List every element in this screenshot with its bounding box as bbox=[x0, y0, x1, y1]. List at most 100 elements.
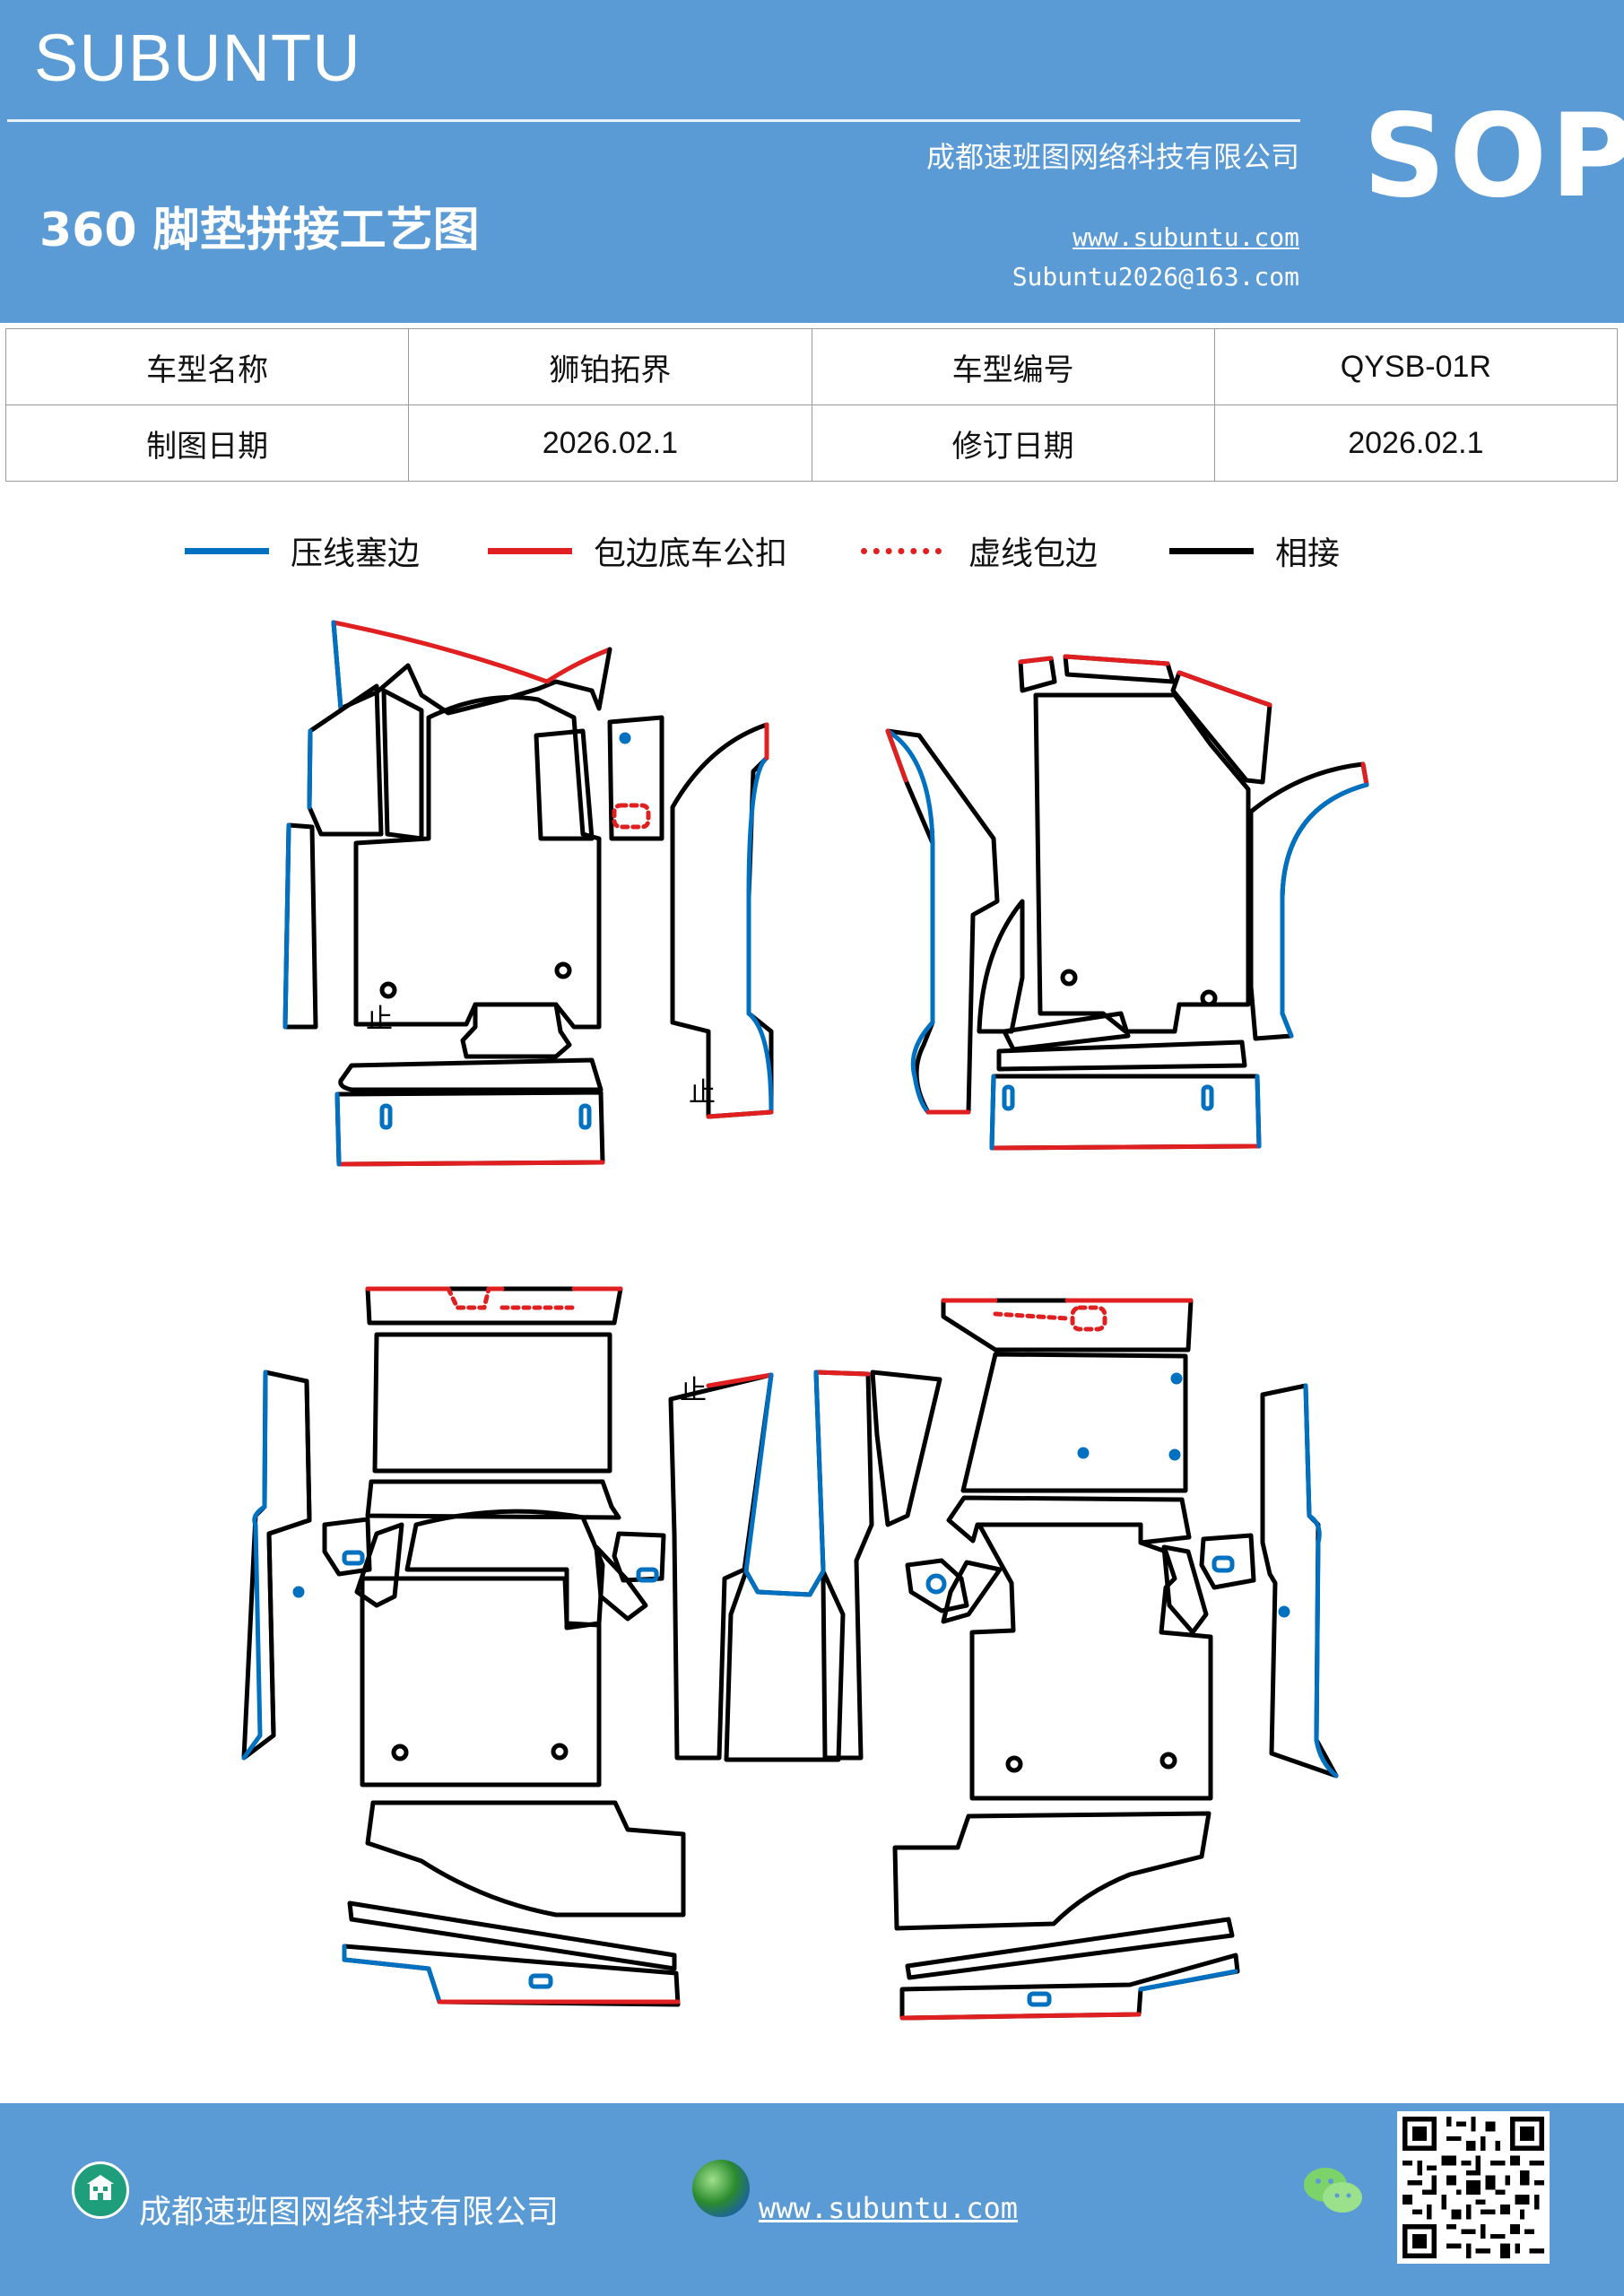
document-title: 360 脚垫拼接工艺图 bbox=[39, 204, 480, 257]
front-left-mat-group bbox=[282, 620, 774, 1167]
piece-edge-wrap bbox=[885, 728, 908, 783]
piece-outline bbox=[960, 1352, 1188, 1493]
piece-outline bbox=[360, 1576, 602, 1787]
front-right-mat-group bbox=[885, 654, 1369, 1151]
piece-press-edge bbox=[813, 1370, 826, 1572]
mount-hole bbox=[554, 961, 572, 979]
piece-outline bbox=[266, 1378, 312, 1738]
piece-outline bbox=[241, 1370, 312, 1761]
piece-outline bbox=[989, 1074, 1262, 1151]
piece-edge-wrap bbox=[1018, 654, 1170, 666]
wechat-icon bbox=[1304, 2168, 1362, 2213]
piece-press-edge bbox=[1303, 1383, 1339, 1779]
piece-outline bbox=[342, 1944, 681, 2007]
sop-badge: SOP bbox=[1363, 90, 1624, 223]
piece-outline bbox=[353, 695, 602, 1030]
stop-mark: 止 bbox=[366, 1004, 393, 1035]
piece-press-edge bbox=[743, 1569, 826, 1597]
piece-press-edge bbox=[746, 722, 774, 1115]
piece-press-edge bbox=[282, 822, 291, 1030]
piece-edge-wrap bbox=[1360, 761, 1369, 787]
piece-outline bbox=[668, 1372, 774, 1761]
clip-hole bbox=[1170, 1372, 1183, 1385]
clip-slot bbox=[1002, 1084, 1015, 1111]
clip-slot bbox=[528, 1973, 553, 1989]
legend-label: 压线塞边 bbox=[291, 535, 421, 572]
legend-label: 包边底车公扣 bbox=[594, 535, 788, 572]
piece-press-edge bbox=[307, 728, 313, 810]
legend-item-dashed-wrap: 虚线包边 bbox=[861, 527, 1098, 574]
vehicle-info-table: 车型名称 狮铂拓界 车型编号 QYSB-01R 制图日期 2026.02.1 修… bbox=[4, 328, 1619, 482]
piece-press-edge bbox=[1280, 782, 1369, 1039]
piece-outline bbox=[885, 728, 1000, 1115]
piece-outline bbox=[365, 1286, 623, 1326]
clip-slot bbox=[1027, 1991, 1052, 2007]
clip-slot bbox=[578, 1103, 592, 1130]
label-draw-date: 制图日期 bbox=[4, 404, 410, 482]
piece-press-edge bbox=[342, 1944, 442, 2005]
clip-slot bbox=[342, 1550, 365, 1566]
piece-outline bbox=[899, 1952, 1240, 2021]
website-link[interactable]: www.subuntu.com bbox=[1073, 222, 1299, 252]
piece-outline bbox=[404, 1509, 605, 1631]
brand-name: SUBUNTU bbox=[34, 21, 361, 95]
stop-mark: 止 bbox=[680, 1375, 707, 1406]
building-icon bbox=[72, 2161, 129, 2219]
mount-hole bbox=[1005, 1755, 1023, 1773]
mount-hole bbox=[379, 981, 397, 999]
footer-website-link[interactable]: www.subuntu.com bbox=[759, 2191, 1018, 2225]
piece-outline bbox=[460, 1002, 572, 1059]
piece-outline bbox=[347, 1900, 677, 1971]
dashed-wrap-slot bbox=[993, 1311, 1070, 1321]
piece-press-edge bbox=[241, 1370, 268, 1761]
piece-outline bbox=[977, 899, 1025, 1034]
piece-edge-wrap bbox=[813, 1370, 871, 1377]
piece-press-edge bbox=[743, 1372, 774, 1574]
piece-outline bbox=[322, 1517, 372, 1577]
legend-swatch bbox=[1169, 547, 1254, 554]
legend-item-press-line: 压线塞边 bbox=[185, 527, 420, 574]
piece-press-edge bbox=[331, 620, 343, 711]
value-draw-date: 2026.02.1 bbox=[408, 404, 812, 482]
piece-outline bbox=[870, 1370, 942, 1527]
legend-item-joint: 相接 bbox=[1169, 527, 1340, 574]
piece-press-edge bbox=[1138, 1969, 1238, 1992]
piece-edge-wrap bbox=[989, 1144, 1262, 1151]
rear-right-mat-group bbox=[892, 1298, 1339, 2021]
piece-outline bbox=[365, 1800, 686, 1918]
contact-email[interactable]: Subuntu2026@163.com bbox=[1012, 262, 1299, 291]
dashed-wrap-slot bbox=[1070, 1305, 1107, 1332]
clip-hole bbox=[1278, 1605, 1290, 1618]
piece-outline bbox=[892, 1811, 1211, 1931]
qr-code-pattern bbox=[1403, 2117, 1544, 2258]
company-name: 成都速班图网络科技有限公司 bbox=[925, 140, 1299, 174]
rear-left-mat-group bbox=[241, 1286, 686, 2007]
piece-press-edge bbox=[334, 1091, 342, 1167]
header-divider bbox=[7, 119, 1300, 122]
piece-outline bbox=[905, 1558, 969, 1613]
legend-swatch bbox=[185, 547, 269, 554]
piece-outline bbox=[1199, 1533, 1256, 1590]
mount-hole bbox=[391, 1744, 409, 1761]
piece-press-edge bbox=[989, 1074, 1262, 1151]
legend: 压线塞边 包边底车公扣 虚线包边 相接 bbox=[0, 518, 1624, 581]
stop-mark: 止 bbox=[689, 1077, 716, 1109]
dashed-wrap-slot bbox=[612, 803, 651, 830]
clip-slot bbox=[1211, 1555, 1235, 1573]
globe-icon bbox=[692, 2160, 750, 2217]
header-banner bbox=[0, 0, 1624, 323]
piece-outline bbox=[607, 715, 664, 841]
piece-outline bbox=[334, 1090, 605, 1167]
qr-code bbox=[1397, 2111, 1550, 2264]
piece-outline bbox=[365, 1479, 621, 1520]
building-icon-glyph bbox=[87, 2175, 114, 2200]
piece-outline bbox=[1248, 761, 1369, 1041]
clip-slot bbox=[636, 1567, 659, 1583]
label-model-name: 车型名称 bbox=[4, 328, 410, 405]
clip-hole bbox=[1168, 1448, 1181, 1461]
piece-outline bbox=[996, 1039, 1247, 1072]
clip-hole bbox=[925, 1573, 947, 1595]
piece-outline bbox=[969, 1522, 1213, 1801]
clip-hole bbox=[292, 1586, 305, 1598]
